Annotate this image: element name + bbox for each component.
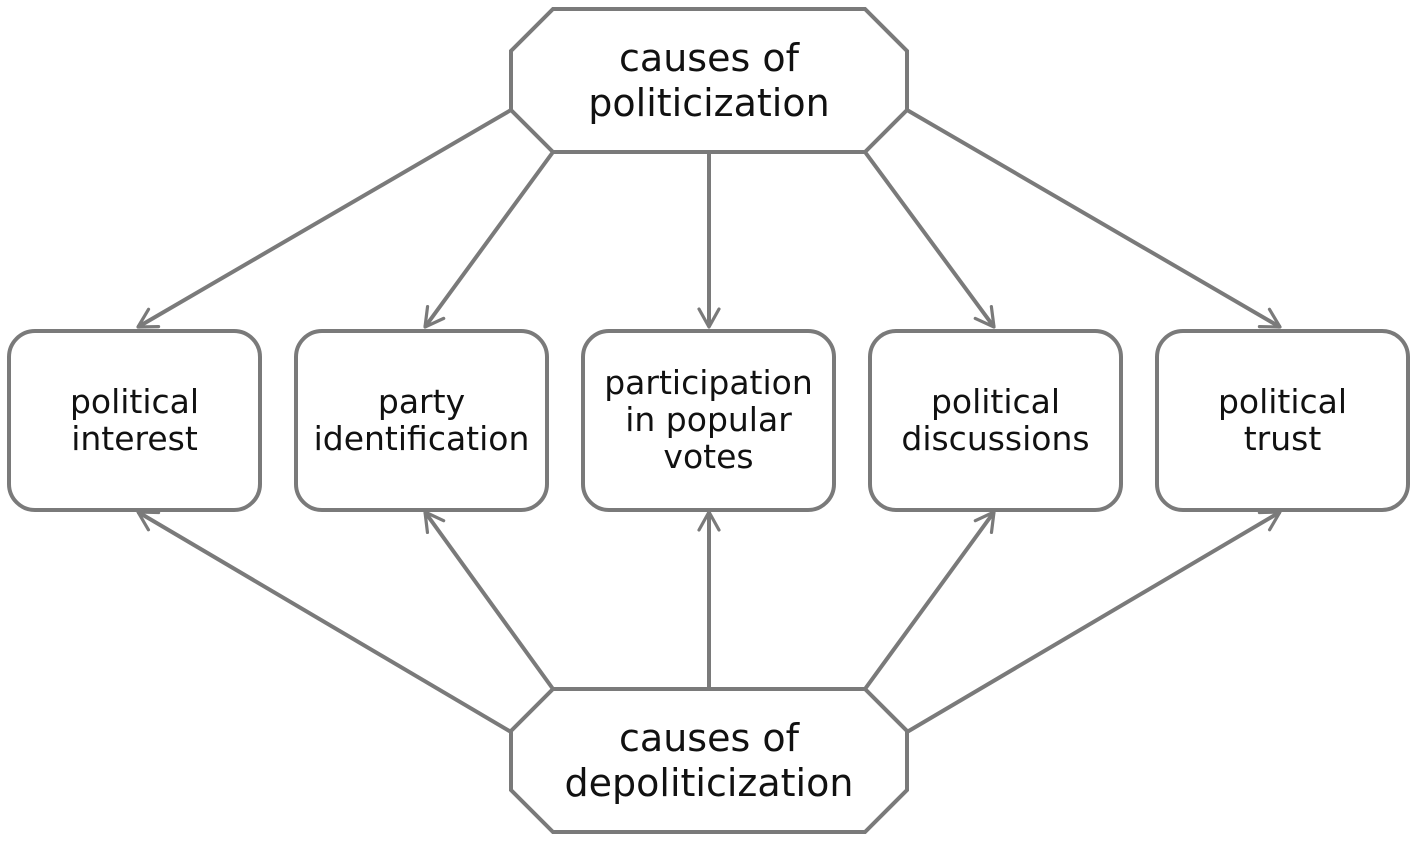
outcome-label-participation: participation in popular votes	[583, 331, 834, 510]
depoliticization-arrows	[136, 510, 1282, 734]
outcome-label-party: party identification	[296, 331, 547, 510]
depoliticization-label-line2: depoliticization	[564, 760, 854, 805]
depoliticization-label-line1: causes of	[619, 715, 799, 760]
outcome-line: political	[69, 381, 200, 421]
politicization-label: causes of politicization	[511, 9, 907, 152]
arrow-politicization-to-party	[423, 150, 555, 329]
arrow-politicization-to-discussions	[863, 150, 996, 329]
outcome-line: in popular	[625, 400, 792, 440]
outcome-line: party	[377, 381, 466, 421]
outcome-line: political	[930, 381, 1061, 421]
politicization-label-line2: politicization	[588, 80, 830, 125]
outcome-line: votes	[663, 436, 754, 476]
arrow-depoliticization-to-trust	[905, 510, 1282, 734]
outcome-line: political	[1217, 381, 1348, 421]
outcome-line: participation	[604, 363, 813, 403]
outcome-label-trust: political trust	[1157, 331, 1408, 510]
outcome-box-trust	[1155, 329, 1410, 512]
outcome-label-discussions: political discussions	[870, 331, 1121, 510]
depoliticization-node	[509, 687, 909, 834]
outcome-line: interest	[71, 418, 198, 458]
arrow-depoliticization-to-discussions	[863, 510, 996, 691]
outcome-line: identification	[313, 418, 530, 458]
arrow-depoliticization-to-interest	[136, 510, 513, 734]
outcome-box-discussions	[868, 329, 1123, 512]
outcome-box-party	[294, 329, 549, 512]
outcome-box-interest	[7, 329, 262, 512]
outcome-line: trust	[1243, 418, 1322, 458]
arrow-politicization-to-interest	[136, 108, 513, 329]
outcome-box-participation	[581, 329, 836, 512]
arrow-politicization-to-trust	[905, 108, 1282, 329]
depoliticization-label: causes of depoliticization	[511, 689, 907, 832]
politicization-label-line1: causes of	[619, 35, 799, 80]
politicization-arrows	[136, 108, 1282, 329]
outcome-line: discussions	[901, 418, 1090, 458]
arrow-depoliticization-to-party	[423, 510, 555, 691]
outcome-label-interest: political interest	[9, 331, 260, 510]
politicization-node	[509, 7, 909, 154]
